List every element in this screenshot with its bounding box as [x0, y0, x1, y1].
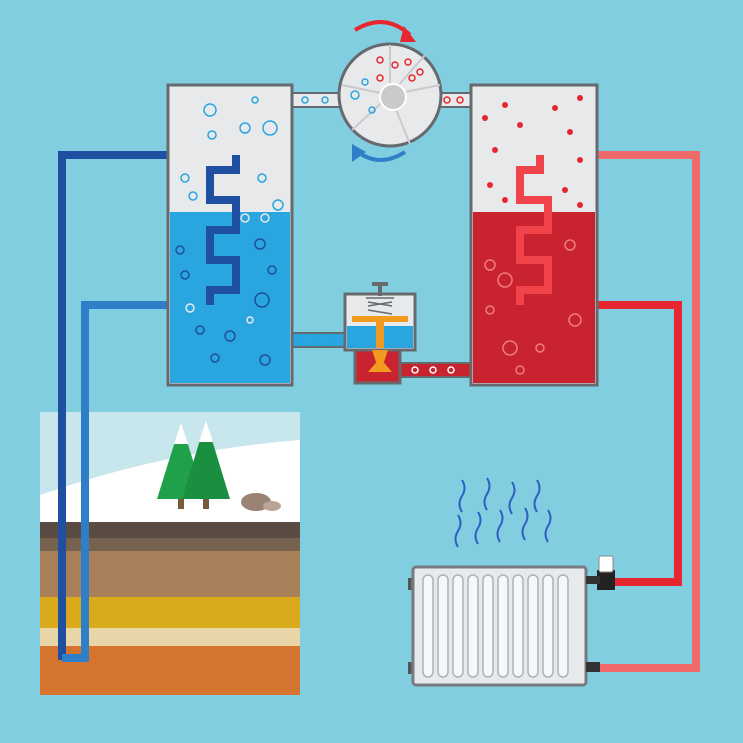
thermostat-valve[interactable] [597, 570, 615, 590]
hot-radiator-loop [540, 151, 700, 672]
heat-waves-icon [454, 477, 552, 548]
compressor-icon [337, 20, 443, 162]
condenser-tank [469, 83, 599, 387]
expansion-valve-icon [343, 282, 417, 385]
tree-icon [182, 420, 230, 509]
ground-cross-section [40, 412, 300, 695]
evaporator-tank [166, 83, 294, 387]
radiator-icon [408, 555, 615, 687]
rock-icon [241, 493, 281, 511]
